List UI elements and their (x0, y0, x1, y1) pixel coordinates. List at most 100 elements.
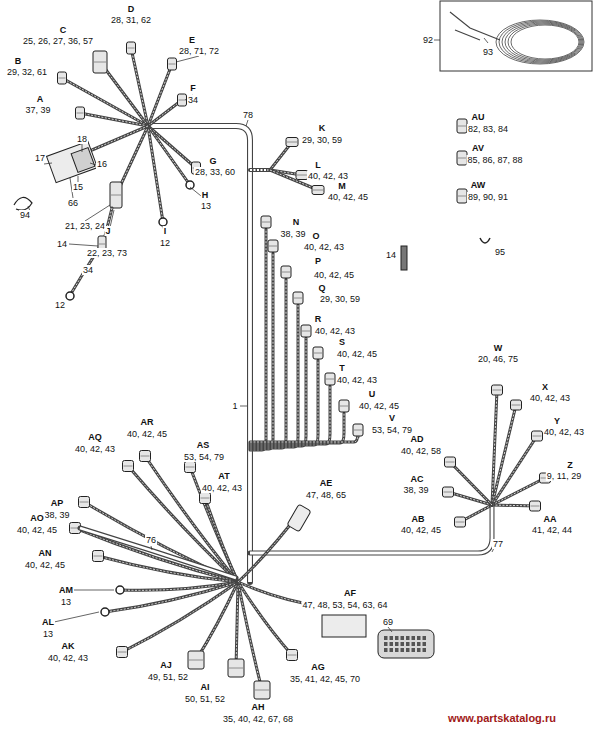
harness-cable (450, 462, 492, 505)
connector-detail (458, 196, 466, 197)
connector (140, 451, 151, 462)
pin (412, 636, 416, 640)
callout-letter: AS (196, 440, 211, 450)
connector-detail (340, 406, 348, 407)
connector (268, 240, 278, 252)
callout-number: 47, 48, 53, 54, 63, 64 (301, 600, 388, 610)
callout-number: 40, 42, 45 (327, 192, 369, 202)
cable-coil (496, 20, 584, 64)
callout-number: 1 (231, 401, 238, 411)
harness-cable-core (250, 305, 298, 447)
harness-cable (80, 113, 148, 126)
harness-cable-core (250, 386, 330, 444)
pin (417, 642, 421, 646)
callout-letter: AE (319, 478, 334, 488)
harness-cable (92, 126, 148, 150)
connector-detail (287, 142, 297, 143)
pin (412, 642, 416, 646)
callout-number: 28, 71, 72 (178, 46, 220, 56)
callout-number: 95 (494, 247, 506, 257)
connector (93, 551, 104, 562)
callout-letter: S (338, 337, 346, 347)
callout-number: 40, 42, 45 (336, 349, 378, 359)
callout-letter: AH (251, 702, 266, 712)
connector-elbow (287, 504, 311, 532)
leader-line (44, 163, 52, 164)
pin (417, 648, 421, 652)
connector (127, 42, 136, 54)
callout-number: 16 (96, 159, 108, 169)
callout-number: 17 (34, 153, 46, 163)
connector (455, 517, 466, 527)
pin (401, 642, 405, 646)
harness-cable (75, 528, 238, 582)
harness-cable (148, 100, 182, 126)
connector-detail (531, 506, 540, 507)
callout-number: 66 (67, 198, 79, 208)
callout-number: 28, 33, 60 (194, 167, 236, 177)
leader-line (434, 40, 440, 41)
callout-letter: AF (343, 588, 357, 598)
callout-letter: A (36, 94, 45, 104)
pin (390, 636, 394, 640)
connector-detail (186, 467, 195, 468)
connector (76, 107, 85, 119)
harness-cable (250, 413, 344, 443)
connector-detail (229, 668, 243, 669)
callout-number: 29, 30, 59 (319, 294, 361, 304)
callout-letter: T (338, 363, 346, 373)
clip (480, 238, 490, 243)
leader-line (82, 144, 83, 152)
connector (457, 119, 467, 133)
callout-number: 20, 46, 75 (477, 354, 519, 364)
callout-letter: D (127, 4, 136, 14)
connector (443, 487, 454, 497)
harness-cable (80, 528, 236, 578)
harness-cable-core (250, 169, 270, 171)
connector-detail (169, 64, 176, 65)
callout-letter: AL (41, 617, 55, 627)
connector-detail (456, 522, 465, 523)
connector (228, 659, 244, 677)
callout-number: 29, 32, 61 (6, 67, 48, 77)
harness-cable (250, 253, 273, 449)
callout-number: 40, 42, 43 (201, 483, 243, 493)
callout-letter: AN (38, 548, 53, 558)
relay-box (47, 141, 98, 182)
connector-detail (493, 390, 502, 391)
callout-letter: AD (410, 434, 425, 444)
harness-cable-core (62, 78, 148, 126)
harness-cable-core (98, 556, 238, 582)
connector-detail (94, 62, 106, 63)
callout-number: 40, 42, 43 (543, 427, 585, 437)
callout-number: 47, 48, 65 (305, 490, 347, 500)
callout-number: 53, 54, 79 (183, 452, 225, 462)
pin (401, 648, 405, 652)
harness-cable (148, 126, 190, 185)
connector-detail (124, 466, 133, 467)
connector (261, 216, 271, 228)
callout-letter: Q (317, 283, 326, 293)
watermark: www.partskatalog.ru (447, 712, 557, 724)
leader-line (240, 406, 247, 407)
leader-line (54, 612, 99, 622)
callout-letter: X (541, 382, 549, 392)
callout-number: 40, 42, 43 (74, 444, 116, 454)
pin (406, 642, 410, 646)
callout-number: 93 (482, 47, 494, 57)
callout-letter: AO (29, 513, 45, 523)
connector-detail (512, 405, 521, 406)
harness-cable-core (250, 229, 266, 450)
pin (423, 642, 427, 646)
pin (395, 642, 399, 646)
connector (312, 186, 324, 195)
callout-letter: B (14, 56, 23, 66)
cable-coil (502, 22, 582, 62)
callout-letter: Z (566, 460, 574, 470)
connector-detail (99, 244, 105, 245)
callout-number: 37, 39 (24, 105, 51, 115)
cable-coil (511, 25, 579, 59)
callout-number: 53, 54, 79 (371, 425, 413, 435)
connector-detail (262, 222, 270, 223)
connector-detail (458, 126, 466, 127)
